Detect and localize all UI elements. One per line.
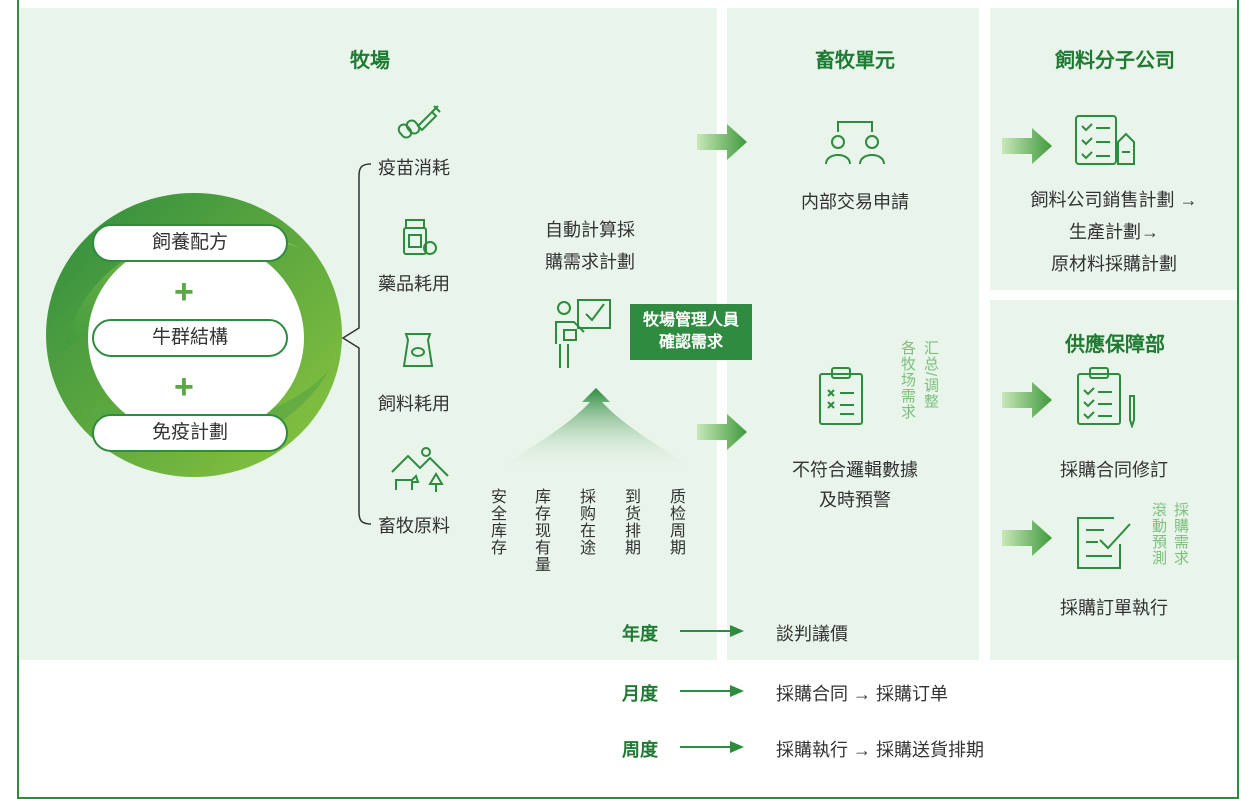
auto-calc-line2: 購需求計劃 <box>545 252 635 272</box>
presenter-board-icon <box>555 299 611 368</box>
arrow-to-warning <box>697 414 747 450</box>
feed-bag-icon <box>402 333 434 367</box>
plus-sign-1: + <box>174 273 194 311</box>
rolling-forecast-vertical: 滾動預測 <box>1150 502 1167 566</box>
period-line-annual <box>680 630 730 632</box>
order-document-icon <box>1077 517 1131 569</box>
manager-confirm-badge: 牧場管理人員 確認需求 <box>630 304 752 360</box>
plus-sign-2: + <box>174 368 194 406</box>
people-group-icon <box>825 121 885 165</box>
feed-plan-line1: 飼料公司銷售計劃 → <box>1030 190 1198 210</box>
period-line-weekly <box>680 746 730 748</box>
vaccine-icon <box>397 105 441 139</box>
factor-arrival-schedule: 到货排期 <box>622 488 639 556</box>
farm-title: 牧場 <box>350 50 390 72</box>
arrow-to-feed-subsidiary <box>1002 128 1052 164</box>
livestock-farm-icon <box>391 447 449 492</box>
livestock-unit-title: 畜牧單元 <box>815 50 895 72</box>
feed-plan-line3: 原材料採購計劃 <box>1051 254 1177 274</box>
vaccine-consumption-label: 疫苗消耗 <box>378 158 450 178</box>
arrow-to-contract-revision <box>1002 382 1052 418</box>
feed-plan-line2: 生產計劃→ <box>1069 222 1159 242</box>
feed-usage-label: 飼料耗用 <box>378 394 450 414</box>
period-label-monthly: 月度 <box>622 684 658 704</box>
period-text-annual: 談判議價 <box>776 624 848 644</box>
arrow-to-order-execution <box>1002 520 1052 556</box>
factor-current-stock: 库存现有量 <box>532 488 549 573</box>
upward-gradient-arrow <box>496 388 696 470</box>
input-herd-structure: 牛群結構 <box>92 319 288 357</box>
input-immunization-plan: 免疫計劃 <box>92 414 288 452</box>
checklist-pencil-icon <box>1075 115 1135 165</box>
arrow-to-internal-trade <box>697 124 747 160</box>
feed-subsidiary-title: 飼料分子公司 <box>1055 50 1175 72</box>
factor-safety-stock: 安全库存 <box>488 488 505 556</box>
factor-in-transit: 採购在途 <box>577 488 594 556</box>
supply-dept-panel <box>990 300 1237 660</box>
period-line-monthly <box>680 690 730 692</box>
period-arrowhead-weekly <box>730 741 744 753</box>
warning-line1: 不符合邏輯數據 <box>792 460 918 480</box>
contract-revision-label: 採購合同修訂 <box>1060 460 1168 480</box>
summary-adjust-vertical: 汇总/调整 <box>922 340 939 410</box>
medicine-usage-label: 藥品耗用 <box>378 274 450 294</box>
period-text-monthly: 採購合同 → 採購订单 <box>776 684 949 704</box>
clipboard-check-icon <box>819 367 863 425</box>
manager-confirm-line1: 牧場管理人員 <box>642 312 739 329</box>
manager-confirm-line2: 確認需求 <box>658 334 723 351</box>
order-execution-label: 採購訂單執行 <box>1060 598 1168 618</box>
period-text-weekly: 採購執行 → 採購送貨排期 <box>776 740 985 760</box>
farm-demand-vertical: 各牧场需求 <box>899 340 916 420</box>
livestock-material-label: 畜牧原料 <box>378 516 450 536</box>
period-arrowhead-annual <box>730 625 744 637</box>
supply-dept-title: 供應保障部 <box>1065 334 1165 356</box>
auto-calc-line1: 自動計算採 <box>545 220 635 240</box>
period-label-annual: 年度 <box>622 624 658 644</box>
internal-trade-label: 内部交易申請 <box>801 192 909 212</box>
warning-line2: 及時預警 <box>819 490 891 510</box>
factor-qc-cycle: 质检周期 <box>667 488 684 556</box>
period-arrowhead-monthly <box>730 685 744 697</box>
input-feeding-formula: 飼養配方 <box>92 224 288 262</box>
checklist-clipboard-icon <box>1077 367 1135 428</box>
bracket-connector <box>341 163 372 525</box>
period-label-weekly: 周度 <box>622 740 658 760</box>
livestock-unit-panel <box>727 8 979 660</box>
purchase-demand-vertical: 採購需求 <box>1172 502 1189 566</box>
medicine-bottle-icon <box>403 219 437 255</box>
